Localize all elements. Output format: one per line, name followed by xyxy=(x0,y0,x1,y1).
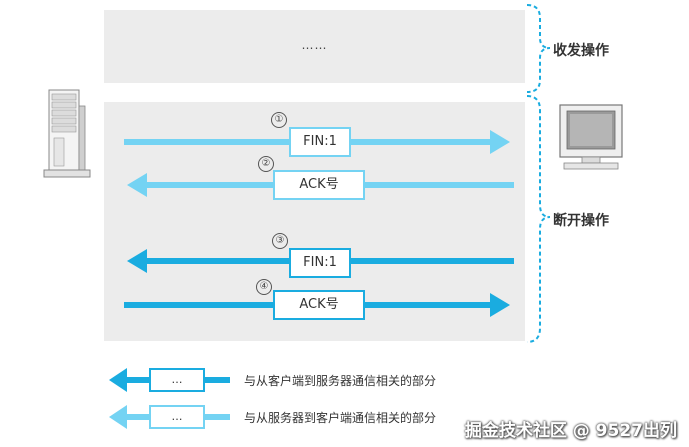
step-1-number: ① xyxy=(271,112,287,128)
legend-light-text: 与从服务器到客户端通信相关的部分 xyxy=(244,411,437,425)
step-2-number: ② xyxy=(258,156,274,172)
send-receive-ellipsis: …… xyxy=(301,38,328,52)
disconnect-brace xyxy=(526,95,551,343)
step-3-packet: FIN:1 xyxy=(289,248,351,278)
step-2-packet: ACK号 xyxy=(273,170,365,200)
send-receive-label: 收发操作 xyxy=(553,43,609,59)
legend-light-box: … xyxy=(149,405,205,429)
server-icon xyxy=(43,89,91,178)
send-receive-brace xyxy=(526,4,551,93)
disconnect-label: 断开操作 xyxy=(553,213,609,229)
watermark-text: 掘金技术社区 @ 9527出列 xyxy=(464,421,677,441)
send-receive-panel xyxy=(104,10,525,83)
step-3-number: ③ xyxy=(272,233,288,249)
step-4-packet: ACK号 xyxy=(273,290,365,320)
client-computer-icon xyxy=(559,104,623,170)
legend-dark-text: 与从客户端到服务器通信相关的部分 xyxy=(244,374,437,388)
legend-dark-box: … xyxy=(149,368,205,392)
step-1-packet: FIN:1 xyxy=(289,127,351,157)
step-4-number: ④ xyxy=(256,279,272,295)
